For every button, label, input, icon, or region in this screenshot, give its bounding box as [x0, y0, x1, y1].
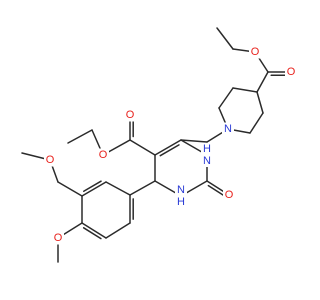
- piperidine-bond-6: [256, 91, 264, 114]
- linker-bond-2: [180, 139, 208, 143]
- aryl-bond-5: [105, 222, 131, 239]
- atom-label-background: [201, 143, 213, 167]
- atom-label-o-pip-carbonyl: O: [285, 65, 297, 79]
- ethyl-bond-1: [216, 27, 234, 50]
- atom-label-o-c5-ester: O: [97, 148, 109, 162]
- atom-label-background: [222, 122, 234, 136]
- atom-label-background: [223, 188, 235, 202]
- atom-label-background: [285, 65, 297, 79]
- aryl-bond-1: [105, 181, 131, 196]
- urea-carbonyl-bond-second: [207, 184, 225, 197]
- ester-to-ring-bond: [256, 71, 269, 93]
- c5-ethyl-bond-2: [67, 129, 93, 144]
- ring-double-c5-c6-second: [159, 144, 180, 157]
- atom-label-background: [52, 231, 64, 245]
- piperidine-bond-5: [249, 112, 264, 134]
- atom-label-background: [124, 108, 136, 122]
- aryl-bond-4-second: [82, 227, 102, 240]
- aryl-bond-2-second: [82, 180, 102, 193]
- atom-label-text: O: [251, 46, 260, 58]
- atom-label-o-methoxy: O: [52, 231, 64, 245]
- atom-label-n-piperidine: N: [222, 122, 234, 136]
- atom-label-background: [44, 153, 56, 167]
- aryl-bond-4: [81, 222, 107, 239]
- aryl-bond-2: [81, 181, 107, 197]
- atom-label-o-methoxymethyl: O: [44, 153, 56, 167]
- atom-label-o-c5-carbonyl: O: [124, 108, 136, 122]
- bond-layer: [21, 27, 292, 263]
- atom-label-background: [175, 184, 187, 208]
- atom-label-text: O: [126, 109, 135, 121]
- atom-label-text: O: [54, 232, 63, 244]
- atom-label-text: O: [99, 149, 108, 161]
- c5-ester-bond: [129, 139, 156, 156]
- methoxymethyl-bond-1: [57, 181, 83, 197]
- atom-label-text: O: [46, 154, 55, 166]
- atom-label-background: [249, 45, 261, 59]
- atom-label-text: O: [225, 189, 234, 201]
- atom-label-o-urea: O: [223, 188, 235, 202]
- atom-label-text: O: [287, 66, 296, 78]
- atom-label-text: N: [224, 123, 232, 135]
- atom-label-o-pip-ester: O: [249, 45, 261, 59]
- piperidine-bond-1: [232, 87, 258, 93]
- ring-double-c5-c6: [154, 139, 182, 156]
- atom-label-background: [97, 148, 109, 162]
- aryl-attachment-bond: [129, 180, 156, 196]
- piperidine-bond-2: [218, 87, 234, 109]
